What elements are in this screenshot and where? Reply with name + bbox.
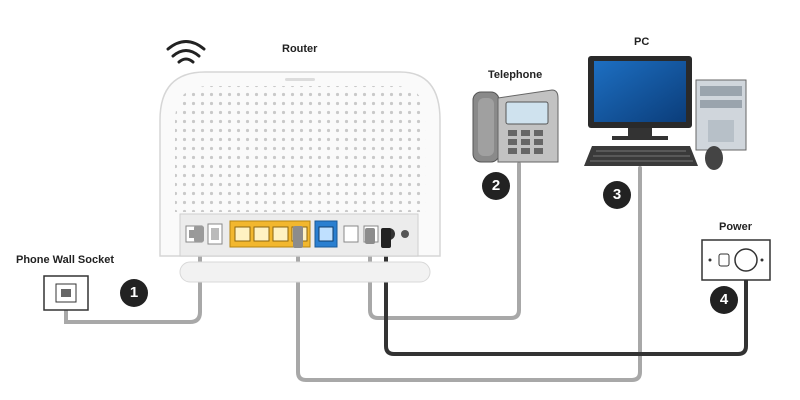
telephone-cable [368, 162, 521, 320]
step-badge-1: 1 [120, 279, 148, 307]
router-icon [159, 71, 441, 283]
phone-wall-socket-label: Phone Wall Socket [16, 254, 115, 266]
step-badge-4: 4 [710, 286, 738, 314]
ethernet-cable [296, 166, 642, 382]
power-label: Power [719, 221, 753, 233]
telephone-icon [472, 89, 559, 163]
telephone-label: Telephone [488, 69, 543, 81]
wifi-icon [166, 40, 206, 64]
step-badge-3: 3 [603, 181, 631, 209]
pc-icon [584, 56, 747, 170]
step-badge-2: 2 [482, 172, 510, 200]
pc-label: PC [634, 36, 650, 48]
wall-socket-icon [43, 275, 89, 311]
router-label: Router [282, 43, 318, 55]
power-socket-icon [701, 239, 771, 281]
phone-line-cable [64, 238, 202, 324]
power-cable [384, 244, 748, 356]
